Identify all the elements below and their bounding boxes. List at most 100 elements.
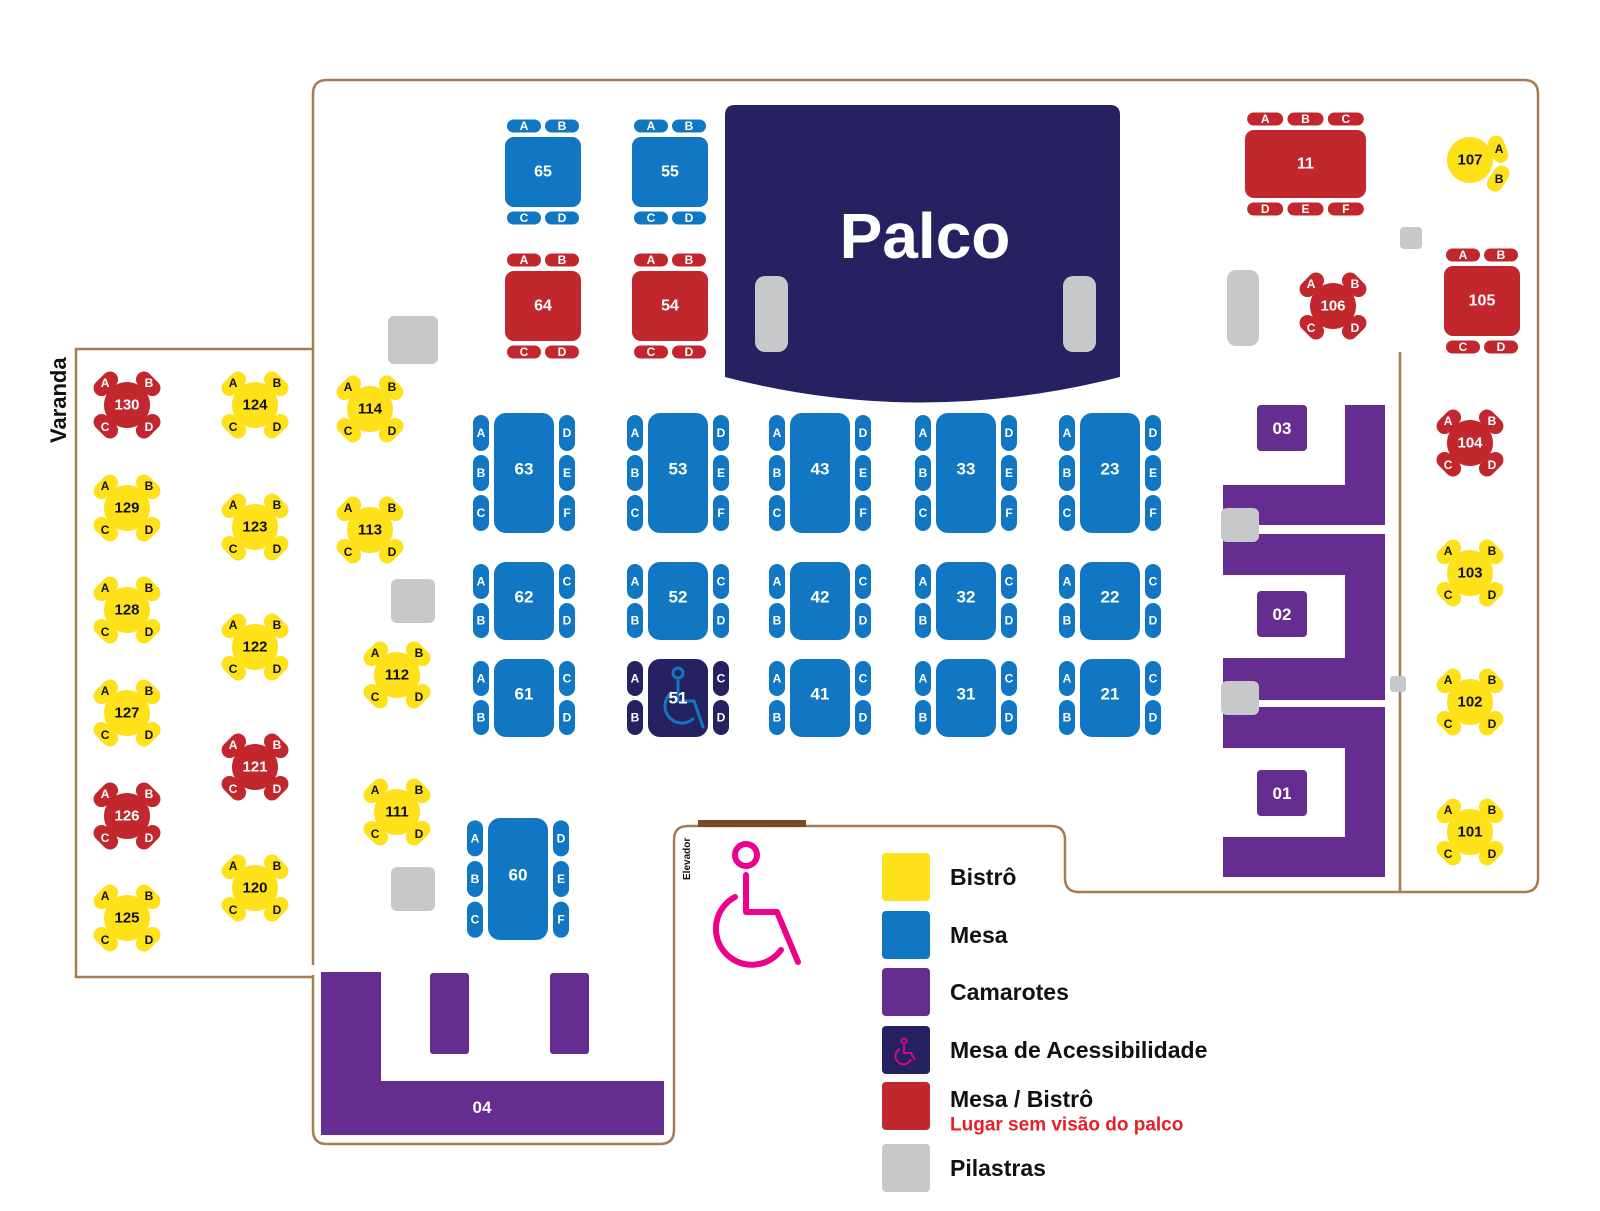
- seat-33-E[interactable]: [1001, 455, 1017, 491]
- seat-33-D[interactable]: [1001, 415, 1017, 451]
- seat-60-E[interactable]: [553, 861, 569, 897]
- seat-61-D[interactable]: [559, 700, 575, 735]
- table-top-11[interactable]: [1245, 130, 1366, 198]
- seat-106-B[interactable]: [1339, 269, 1370, 300]
- seat-112-C[interactable]: [360, 681, 391, 712]
- seat-21-B[interactable]: [1059, 700, 1075, 735]
- seat-112-D[interactable]: [403, 681, 434, 712]
- seat-31-D[interactable]: [1001, 700, 1017, 735]
- seat-60-F[interactable]: [553, 901, 569, 938]
- seat-55-A[interactable]: [634, 119, 668, 133]
- seat-33-C[interactable]: [915, 495, 931, 531]
- seat-101-D[interactable]: [1476, 838, 1507, 869]
- seat-104-B[interactable]: [1476, 406, 1507, 437]
- seat-11-D[interactable]: [1247, 202, 1284, 216]
- bistro-top-124[interactable]: [232, 382, 278, 428]
- seat-33-A[interactable]: [915, 415, 931, 451]
- seat-43-D[interactable]: [855, 415, 871, 451]
- seat-106-C[interactable]: [1296, 312, 1327, 343]
- seat-55-C[interactable]: [634, 211, 668, 225]
- seat-123-C[interactable]: [218, 533, 249, 564]
- bistro-top-127[interactable]: [104, 690, 150, 736]
- table-top-55[interactable]: [632, 137, 708, 207]
- seat-21-D[interactable]: [1145, 700, 1161, 735]
- seat-61-A[interactable]: [473, 661, 489, 696]
- seat-128-A[interactable]: [90, 573, 121, 604]
- seat-121-B[interactable]: [261, 730, 292, 761]
- seat-65-A[interactable]: [507, 119, 541, 133]
- seat-106-A[interactable]: [1296, 269, 1327, 300]
- seat-103-A[interactable]: [1433, 536, 1464, 567]
- camarote-box-03[interactable]: [1257, 405, 1307, 451]
- bistro-top-122[interactable]: [232, 624, 278, 670]
- seat-23-A[interactable]: [1059, 415, 1075, 451]
- seat-32-A[interactable]: [915, 564, 931, 599]
- seat-61-B[interactable]: [473, 700, 489, 735]
- seat-122-B[interactable]: [261, 610, 292, 641]
- seat-64-A[interactable]: [507, 253, 541, 267]
- seat-42-A[interactable]: [769, 564, 785, 599]
- seat-126-C[interactable]: [90, 822, 121, 853]
- seat-125-B[interactable]: [133, 881, 164, 912]
- seat-127-B[interactable]: [133, 676, 164, 707]
- seat-11-B[interactable]: [1287, 112, 1324, 126]
- seat-53-E[interactable]: [713, 455, 729, 491]
- seat-113-B[interactable]: [376, 493, 407, 524]
- bistro-top-129[interactable]: [104, 485, 150, 531]
- bistro-top-113[interactable]: [347, 507, 393, 553]
- seat-102-D[interactable]: [1476, 708, 1507, 739]
- seat-32-D[interactable]: [1001, 603, 1017, 638]
- camarote-03[interactable]: [1223, 405, 1385, 525]
- seat-123-A[interactable]: [218, 490, 249, 521]
- seat-61-C[interactable]: [559, 661, 575, 696]
- seat-113-A[interactable]: [333, 493, 364, 524]
- seat-105-B[interactable]: [1484, 248, 1518, 262]
- seat-41-A[interactable]: [769, 661, 785, 696]
- table-top-23[interactable]: [1080, 413, 1140, 533]
- seat-126-A[interactable]: [90, 779, 121, 810]
- seat-105-A[interactable]: [1446, 248, 1480, 262]
- seat-124-D[interactable]: [261, 411, 292, 442]
- seat-111-A[interactable]: [360, 775, 391, 806]
- seat-60-D[interactable]: [553, 820, 569, 857]
- seat-54-C[interactable]: [634, 345, 668, 359]
- bistro-top-102[interactable]: [1447, 679, 1493, 725]
- seat-53-D[interactable]: [713, 415, 729, 451]
- seat-42-B[interactable]: [769, 603, 785, 638]
- table-top-63[interactable]: [494, 413, 554, 533]
- table-top-21[interactable]: [1080, 659, 1140, 737]
- seat-62-A[interactable]: [473, 564, 489, 599]
- seat-53-A[interactable]: [627, 415, 643, 451]
- seat-125-C[interactable]: [90, 924, 121, 955]
- seat-21-A[interactable]: [1059, 661, 1075, 696]
- seat-114-C[interactable]: [333, 415, 364, 446]
- seat-128-D[interactable]: [133, 616, 164, 647]
- seat-65-C[interactable]: [507, 211, 541, 225]
- table-top-53[interactable]: [648, 413, 708, 533]
- seat-63-C[interactable]: [473, 495, 489, 531]
- seat-52-D[interactable]: [713, 603, 729, 638]
- seat-122-D[interactable]: [261, 653, 292, 684]
- seat-103-B[interactable]: [1476, 536, 1507, 567]
- table-top-64[interactable]: [505, 271, 581, 341]
- seat-63-F[interactable]: [559, 495, 575, 531]
- seat-22-C[interactable]: [1145, 564, 1161, 599]
- seat-130-B[interactable]: [133, 368, 164, 399]
- camarote-04[interactable]: [321, 972, 664, 1135]
- seat-127-D[interactable]: [133, 719, 164, 750]
- camarote-01[interactable]: [1223, 707, 1385, 877]
